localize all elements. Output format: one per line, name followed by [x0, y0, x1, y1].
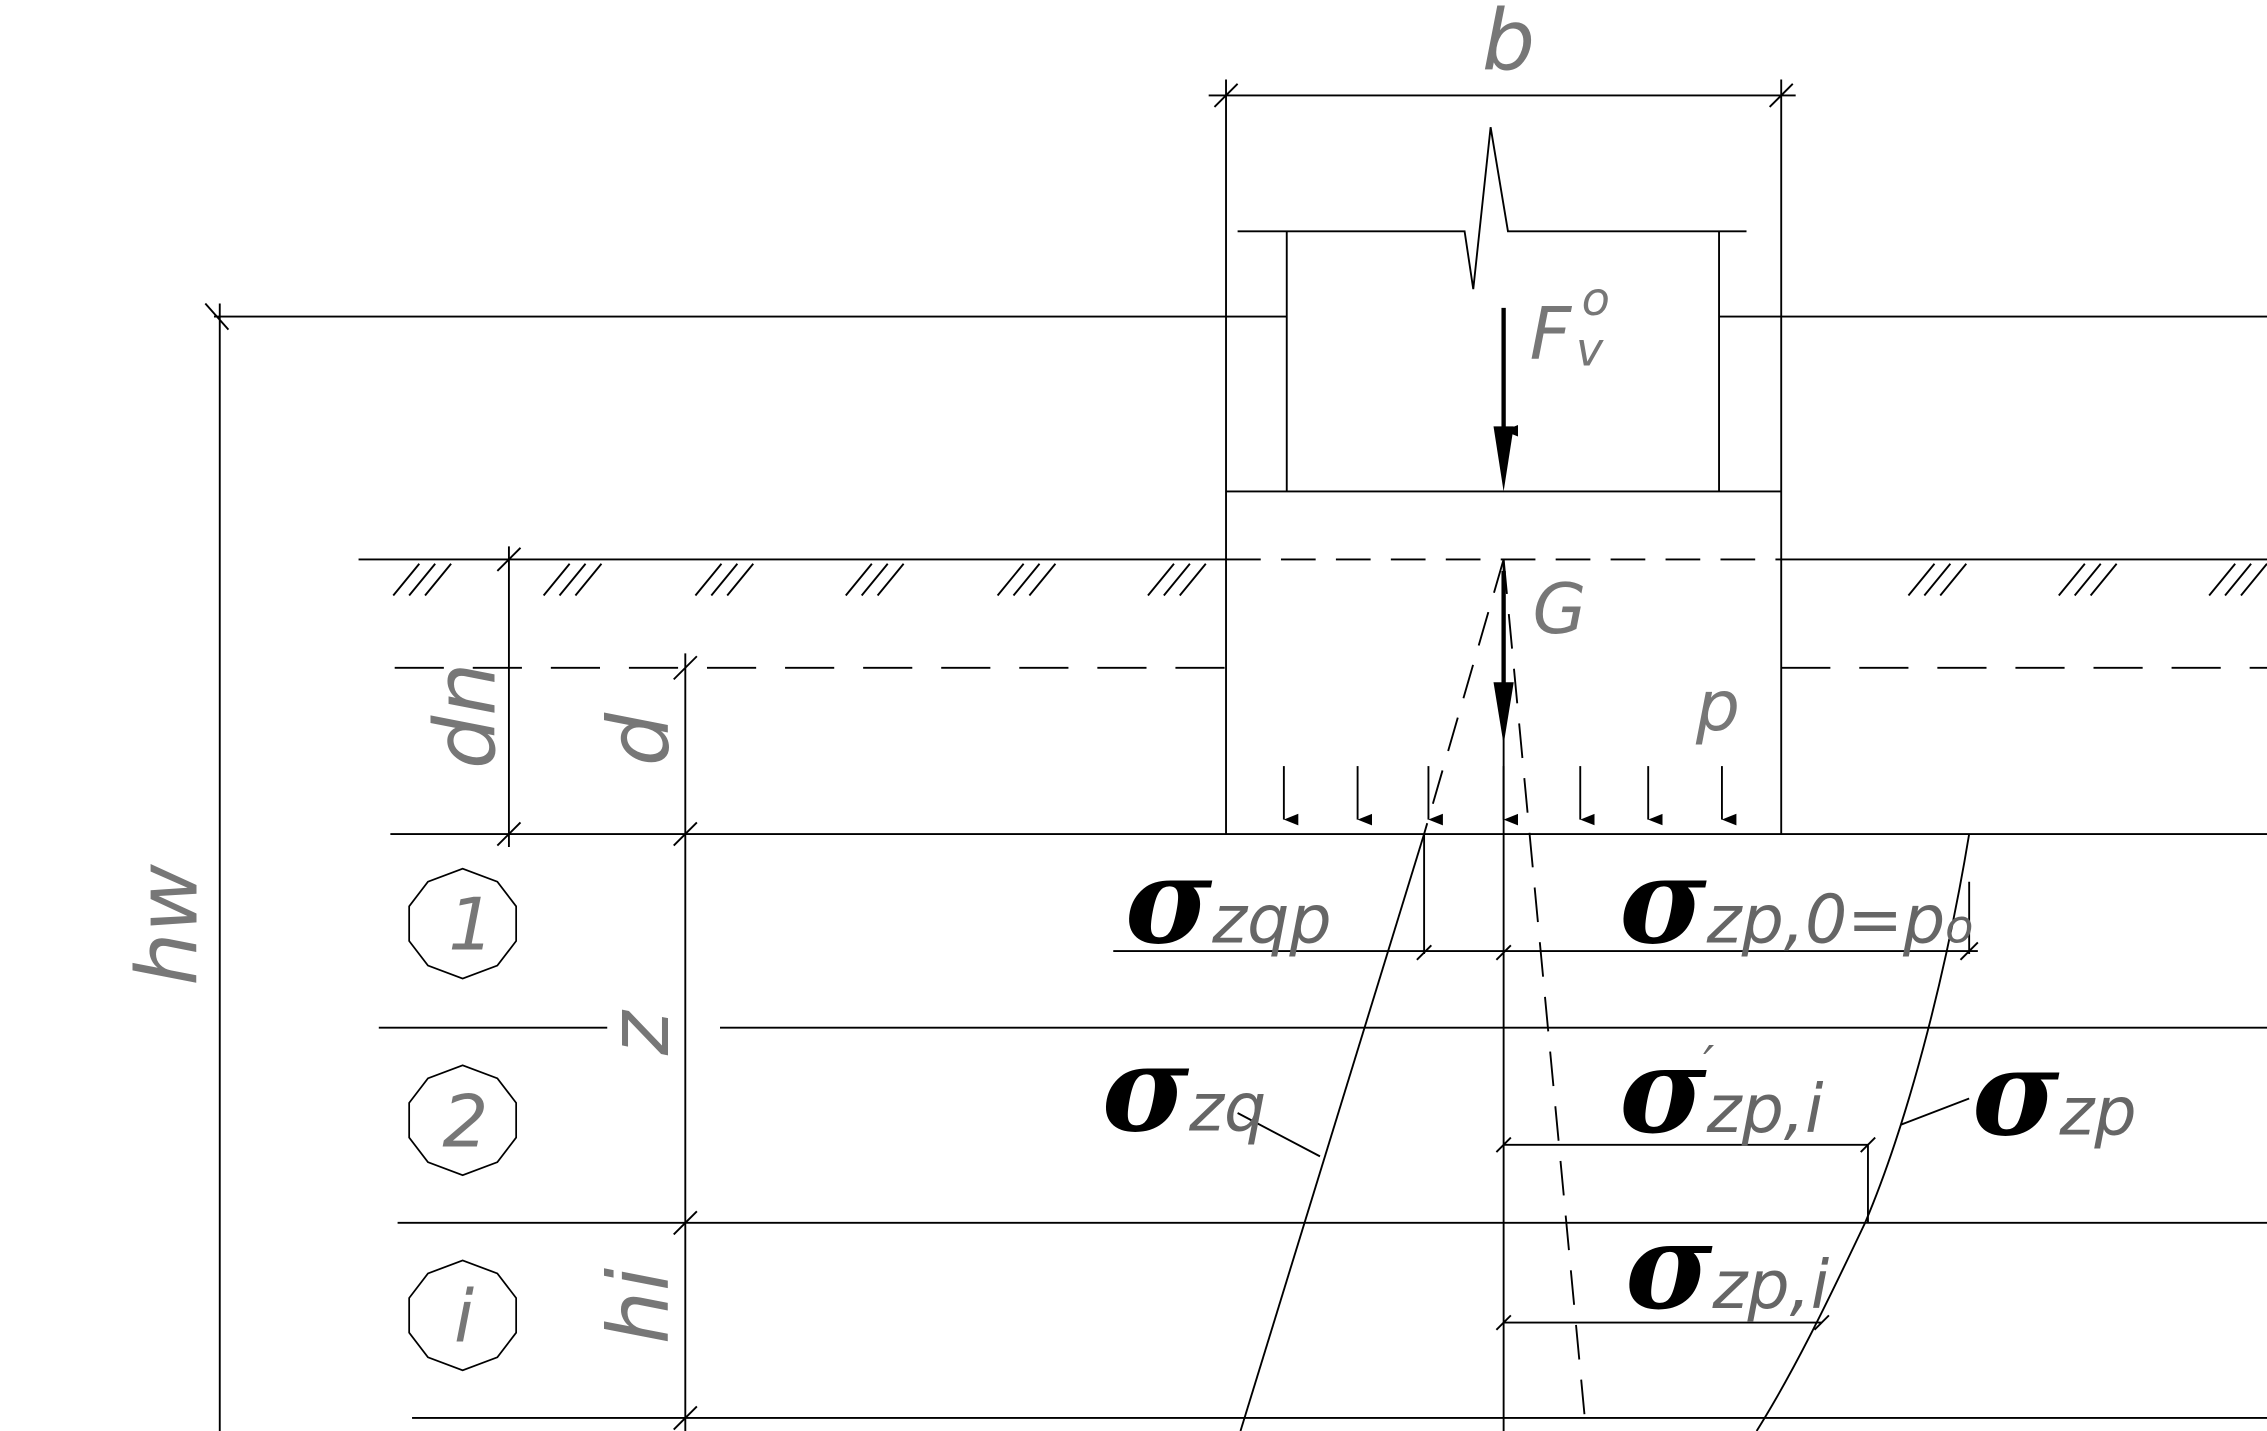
svg-text:dn: dn: [416, 663, 514, 769]
layer-marker-2: 2: [408, 1064, 518, 1177]
hw-dimension: hw: [119, 303, 221, 1431]
depth-dimension: d z hi: [590, 653, 698, 1431]
svg-text:z: z: [590, 1009, 688, 1056]
svg-text:hw: hw: [119, 864, 217, 986]
load-F-subscript: v: [1576, 323, 1604, 377]
sigma-zq-label: σzq: [1102, 1019, 1267, 1158]
base-pressure-arrows: [1282, 766, 1737, 826]
load-F-label: F: [1530, 292, 1573, 376]
hi-label: hi: [590, 1268, 688, 1344]
svg-text:d: d: [590, 712, 688, 766]
svg-text:v: v: [1576, 323, 1604, 377]
self-weight-line-left: [1423, 559, 1505, 835]
weight-G-label: G: [1533, 570, 1587, 650]
width-label: b: [1482, 0, 1535, 89]
self-weight-line-right: [1502, 559, 1587, 1431]
pressure-p-label: p: [1695, 667, 1740, 747]
sigma-zqp-label: σzqp: [1125, 831, 1332, 970]
svg-text:2: 2: [442, 1080, 488, 1164]
ground-surface: [358, 558, 2267, 597]
svg-text:1: 1: [448, 884, 494, 968]
sigma-zp-curve: [1755, 833, 1971, 1431]
layer-marker-1: 1: [408, 867, 518, 980]
dn-dimension: dn: [416, 546, 522, 848]
z-label: z: [590, 1009, 688, 1056]
prime-mark: ′: [1703, 1035, 1714, 1093]
sigma-zq-curve: [1239, 833, 1426, 1431]
svg-text:F: F: [1530, 292, 1573, 376]
layer-marker-i: i: [408, 1259, 518, 1372]
sigma-zp-i-label: σzp,i: [1625, 1197, 1830, 1336]
foundation: [1225, 491, 1783, 835]
hw-label: hw: [119, 864, 217, 986]
width-dimension: b: [1208, 0, 1796, 492]
sigma-zp-i-prime-label: σzp,i: [1619, 1021, 1824, 1160]
svg-text:i: i: [454, 1275, 474, 1359]
dn-label: dn: [416, 663, 514, 769]
svg-text:o: o: [1582, 272, 1610, 326]
sigma-zp-label: σzp: [1972, 1024, 2137, 1163]
load-F-superscript: o: [1582, 272, 1610, 326]
sigma-zp0-label: σzp,0=po: [1619, 831, 1973, 970]
d-label: d: [590, 712, 688, 766]
svg-text:hi: hi: [590, 1268, 688, 1344]
